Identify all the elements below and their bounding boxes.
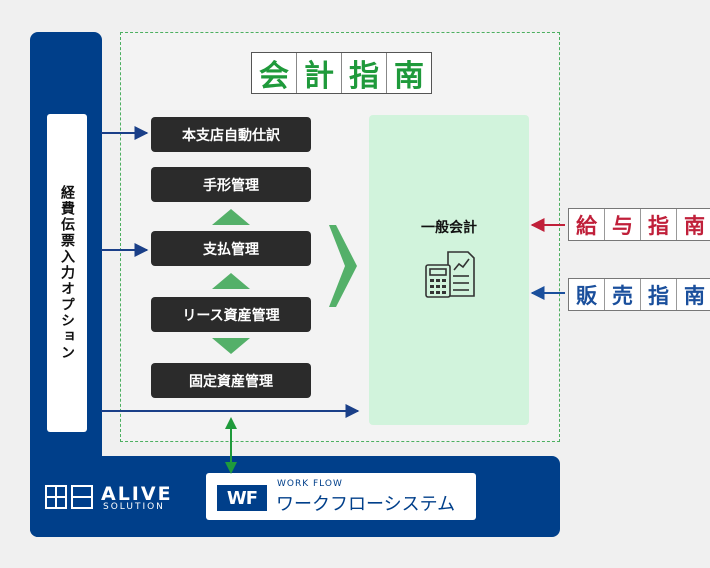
hanbai-char-3: 指	[641, 279, 677, 310]
alive-brand-name: ALIVE	[101, 483, 173, 505]
calculator-document-icon	[425, 251, 475, 298]
workflow-small-label: WORK FLOW	[277, 479, 343, 489]
module-lease-asset-management: リース資産管理	[151, 297, 311, 332]
dotted-up-arrow-1-icon	[212, 209, 250, 225]
option-to-modules-arrows	[101, 126, 360, 418]
hanbai-shinan-label: 販 売 指 南	[568, 278, 710, 311]
kaikei-shinan-title: 会 計 指 南	[251, 52, 432, 94]
general-accounting-label: 一般会計	[421, 220, 477, 236]
title-char-1: 会	[252, 53, 297, 94]
module-fixed-asset-management: 固定資産管理	[151, 363, 311, 398]
title-char-3: 指	[342, 53, 387, 94]
module-payment-management: 支払管理	[151, 231, 311, 266]
hanbai-char-1: 販	[569, 279, 605, 310]
kyuyo-char-1: 給	[569, 209, 605, 240]
kyuyo-char-3: 指	[641, 209, 677, 240]
alive-brand-sub: SOLUTION	[103, 502, 165, 512]
title-char-2: 計	[297, 53, 342, 94]
kyuyo-shinan-label: 給 与 指 南	[568, 208, 710, 241]
expense-option-label: 経費伝票入力オプション	[59, 185, 75, 361]
kyuyo-char-2: 与	[605, 209, 641, 240]
hanbai-char-2: 売	[605, 279, 641, 310]
module-branch-journal: 本支店自動仕訳	[151, 117, 311, 152]
workflow-logo: WF	[217, 485, 267, 511]
dotted-up-arrow-2-icon	[212, 273, 250, 289]
workflow-main-label: ワークフローシステム	[276, 494, 456, 515]
dotted-down-arrow-icon	[212, 338, 250, 354]
dotted-right-chevron-icon	[329, 225, 357, 307]
title-char-4: 南	[394, 59, 424, 94]
expense-option-box: 経費伝票入力オプション	[47, 114, 87, 432]
hanbai-char-4: 南	[684, 282, 705, 308]
kyuyo-char-4: 南	[684, 212, 705, 238]
alive-mark-icon	[45, 485, 93, 509]
module-bill-management: 手形管理	[151, 167, 311, 202]
